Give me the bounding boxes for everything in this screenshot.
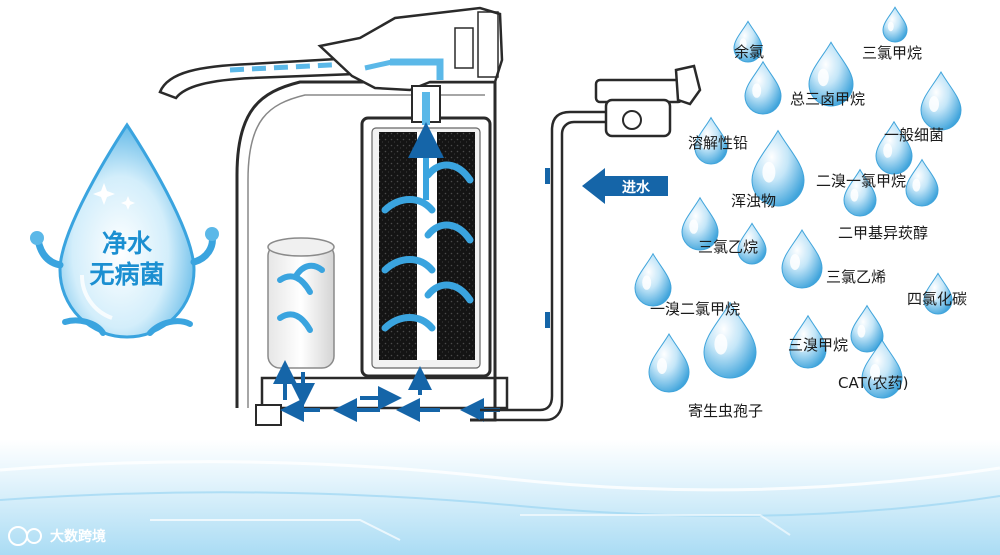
droplet-highlight [883,143,892,157]
right-hand-icon [205,227,219,241]
water-band-background [0,440,1000,555]
water-droplet-icon [851,306,883,352]
faucet-head [320,8,502,90]
left-hand-icon [30,231,44,245]
droplet-highlight [642,275,651,289]
contaminant-label: 寄生虫孢子 [688,402,763,420]
slogan-line1: 净水 [102,229,153,258]
water-droplet-icon [782,230,822,288]
prefilter-cartridge [268,244,334,368]
contaminant-label: 四氯化碳 [907,290,967,308]
droplet-highlight [657,358,667,374]
contaminant-label: 二溴一氯甲烷 [816,172,906,190]
contaminant-label: 余氯 [734,43,764,61]
droplet-highlight [929,96,939,112]
inlet-label: 进水 [622,179,651,196]
purifier-unit [160,8,507,425]
inlet-arrow: 进水 [582,168,668,204]
droplet-highlight [762,162,775,183]
contaminant-label: 三氯乙烯 [826,268,886,286]
droplet-highlight [857,325,865,338]
water-droplet-icon [883,7,907,42]
droplet-highlight [752,83,761,97]
contaminant-label: CAT(农药) [838,374,908,392]
slogan-line2: 无病菌 [89,260,164,289]
water-droplet-icon [921,72,961,130]
contaminant-label: 一溴二氯甲烷 [650,300,740,318]
diverter-valve [596,66,700,136]
droplet-highlight [888,22,894,32]
droplet-highlight [790,254,800,270]
contaminant-label: 浑浊物 [731,192,776,210]
water-droplet-icon [635,254,671,306]
contaminant-label: 一般细菌 [884,126,944,144]
droplet-highlight [850,189,858,202]
water-droplet-icon [745,62,781,114]
mascot-water-drop: 净水 无病菌 [30,125,219,337]
droplet-highlight [714,334,727,355]
contaminant-label: 溶解性铅 [688,134,748,152]
droplet-highlight [912,179,920,192]
contaminant-label: 三氯乙烷 [698,238,758,256]
droplet-highlight [689,219,698,233]
contaminant-label: 二甲基异莰醇 [838,224,928,242]
droplet-highlight [818,69,829,87]
contaminant-label: 总三卤甲烷 [790,90,865,108]
contaminant-label: 三溴甲烷 [788,336,848,354]
contaminant-label: 三氯甲烷 [862,44,922,62]
watermark-text: 大数跨境 [50,528,106,545]
base-plate [262,378,507,408]
water-droplet-icon [649,334,689,392]
water-droplet-icon [906,160,938,206]
